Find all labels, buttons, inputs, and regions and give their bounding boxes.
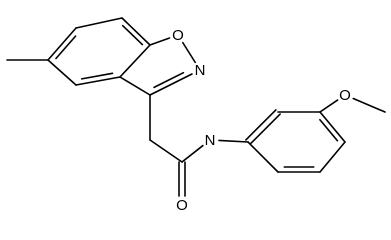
atom-label-o-a13: O bbox=[176, 197, 188, 214]
bond-19 bbox=[319, 111, 346, 143]
bond-layer bbox=[6, 17, 386, 197]
bond-10-second-line bbox=[153, 71, 185, 89]
bond-6 bbox=[75, 76, 121, 86]
bond-17-second-line bbox=[249, 113, 281, 145]
bond-19-second-line bbox=[319, 118, 339, 142]
bond-20 bbox=[319, 141, 346, 173]
atom-label-o-a21: O bbox=[339, 87, 351, 104]
bond-13 bbox=[149, 139, 183, 163]
bond-4-second-line bbox=[121, 24, 144, 46]
bond-7 bbox=[47, 59, 77, 86]
bond-4 bbox=[121, 17, 151, 46]
bond-2 bbox=[47, 27, 77, 61]
bond-3 bbox=[75, 17, 123, 29]
bond-16 bbox=[218, 139, 249, 143]
bond-6-second-line bbox=[80, 72, 114, 80]
atom-label-n-a14: N bbox=[205, 132, 216, 149]
atom-label-o-a8: O bbox=[172, 27, 184, 44]
bond-8 bbox=[149, 37, 171, 46]
bond-10 bbox=[149, 73, 193, 96]
atom-label-layer: O N O N O bbox=[172, 27, 351, 214]
bond-15 bbox=[181, 144, 204, 163]
bond-11 bbox=[119, 76, 151, 96]
bond-17 bbox=[245, 109, 277, 141]
bond-9 bbox=[181, 41, 197, 64]
bond-24 bbox=[352, 97, 386, 113]
bond-22 bbox=[247, 141, 279, 173]
atom-label-n-a9: N bbox=[195, 62, 206, 79]
bond-5 bbox=[119, 44, 151, 78]
molecule-structure: O N O N O bbox=[6, 17, 386, 214]
bond-2-second-line bbox=[55, 35, 77, 60]
bond-23 bbox=[319, 99, 339, 113]
molecule-diagram: O N O N O bbox=[6, 17, 386, 214]
